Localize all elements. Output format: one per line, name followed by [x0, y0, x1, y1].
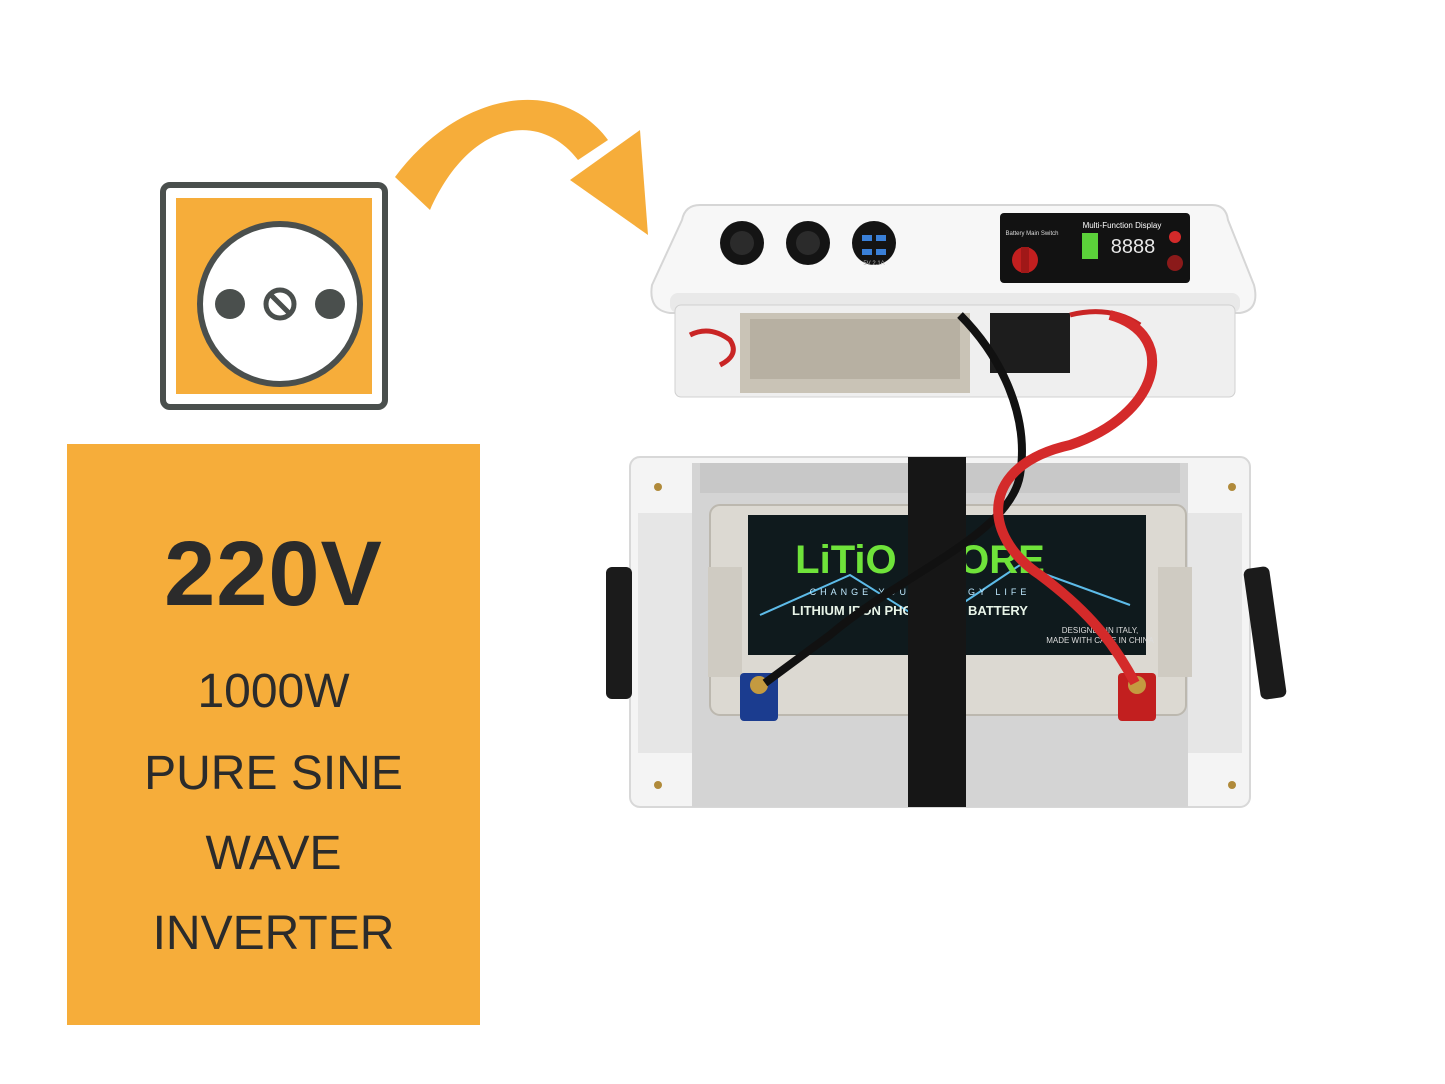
- inverter-type-line1: PURE SINE: [144, 747, 403, 800]
- battery-box-product-image: 5V 2.1A Multi-Function Display Battery M…: [606, 204, 1287, 808]
- spec-panel: 220V 1000W PURE SINE WAVE INVERTER: [67, 444, 480, 1025]
- inverter-lid: 5V 2.1A Multi-Function Display Battery M…: [650, 204, 1257, 398]
- power-outlet-icon: [160, 182, 388, 410]
- switch-label: Battery Main Switch: [1005, 231, 1058, 237]
- outlet-background: [176, 198, 372, 394]
- display-title: Multi-Function Display: [1083, 221, 1162, 230]
- power-label: 1000W: [197, 665, 350, 718]
- display-reading: 8888: [1111, 236, 1156, 258]
- positive-cable: [993, 310, 1157, 686]
- curved-arrow-icon: [395, 99, 648, 235]
- battery-origin-2: MADE WITH CARE IN CHINA: [1046, 636, 1154, 645]
- socket-icon: [197, 221, 363, 387]
- inverter-type-line2: WAVE: [205, 827, 342, 880]
- negative-cable: [762, 312, 1026, 687]
- battery-box: LiTiO STORE CHANGE YOUR ENERGY LIFE LITH…: [606, 456, 1287, 808]
- usb-label: 5V 2.1A: [863, 261, 884, 267]
- voltage-label: 220V: [164, 523, 383, 625]
- display-button[interactable]: [1169, 231, 1181, 243]
- inverter-type-line3: INVERTER: [152, 907, 395, 960]
